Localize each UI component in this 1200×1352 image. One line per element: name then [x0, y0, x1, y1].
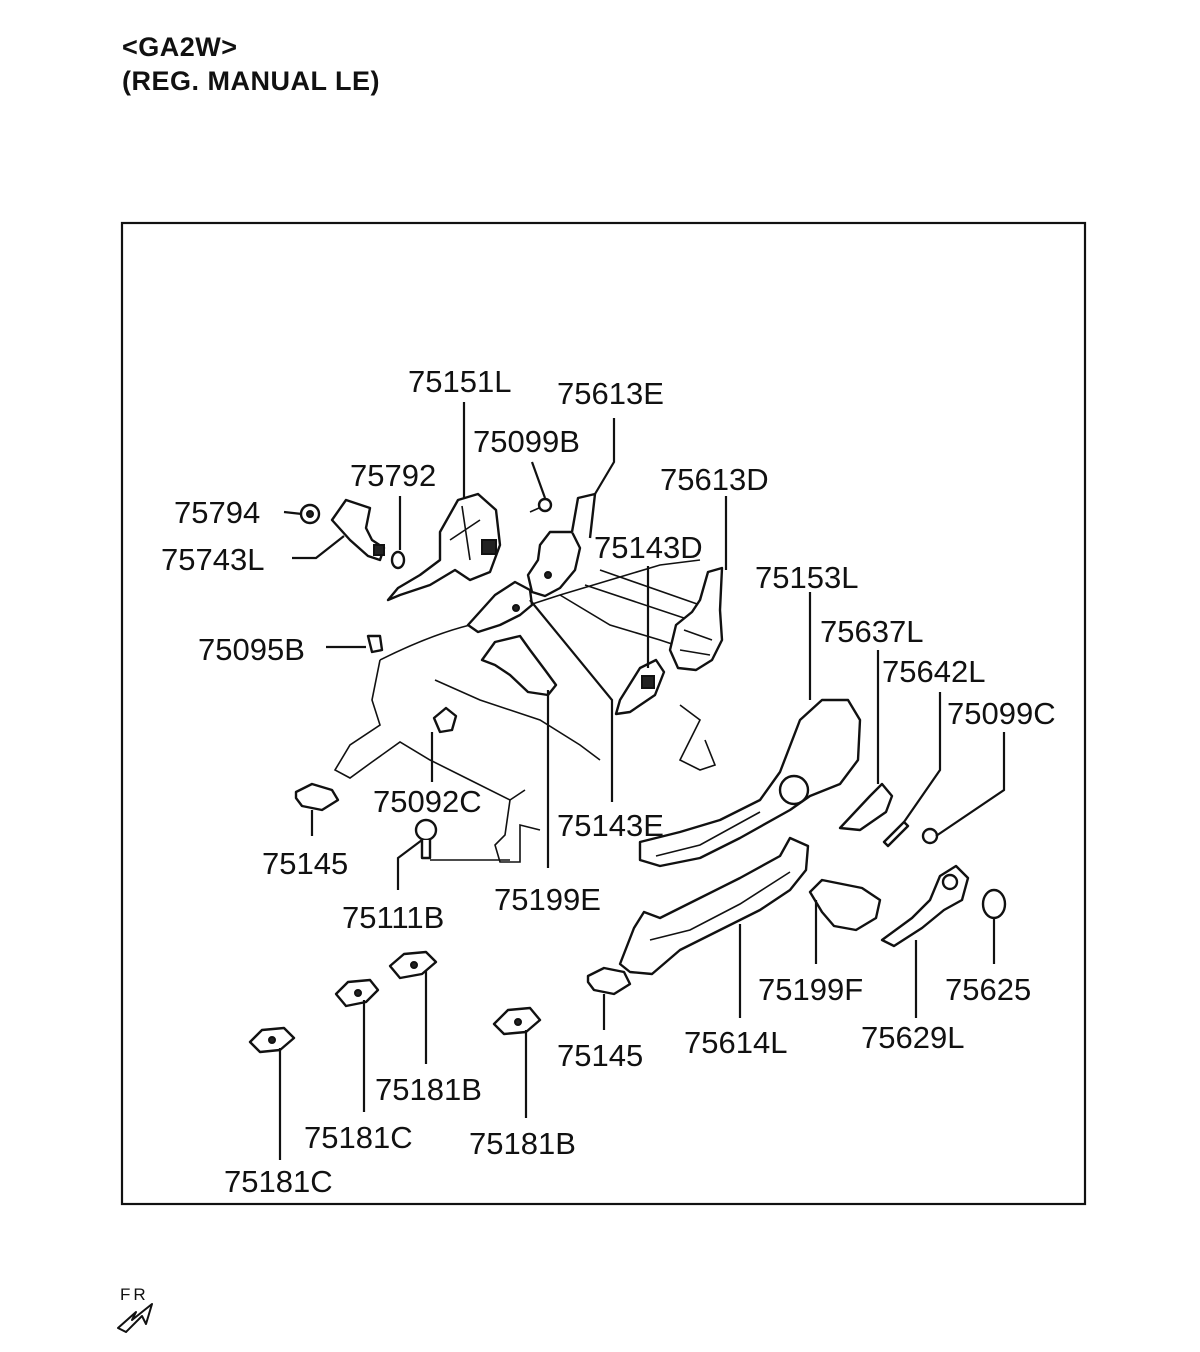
part-75625-shape — [981, 888, 1007, 920]
part-75743L-shape — [330, 498, 386, 562]
part-75145-right-shape — [586, 966, 632, 996]
part-75095B-shape — [366, 634, 384, 654]
part-75099C-shape — [921, 827, 939, 845]
part-label: 75099C — [947, 696, 1056, 731]
part-label: 75614L — [684, 1025, 787, 1060]
part-label: 75095B — [198, 632, 305, 667]
header-variant: (REG. MANUAL LE) — [122, 66, 380, 96]
part-75099B-shape — [529, 497, 553, 513]
diagram-frame — [120, 221, 1087, 1206]
part-label: 75143D — [594, 530, 703, 565]
part-label: 75145 — [557, 1038, 643, 1073]
part-label: 75111B — [342, 900, 444, 935]
part-75637L-shape — [838, 782, 894, 832]
part-label: 75181C — [304, 1120, 413, 1155]
part-label: 75637L — [820, 614, 923, 649]
direction-label: FR — [120, 1285, 149, 1304]
part-75143E-shape — [466, 580, 534, 634]
part-75181C-lower-shape — [248, 1026, 296, 1054]
seat-frame-outline — [333, 559, 717, 863]
part-75794-shape — [299, 503, 321, 525]
part-75111B-shape — [414, 818, 438, 860]
part-75642L-shape — [882, 820, 910, 848]
part-75199E-shape — [480, 634, 558, 697]
part-75614L-shape — [618, 836, 810, 976]
part-75613D-shape — [668, 566, 724, 672]
part-label: 75145 — [262, 846, 348, 881]
part-label: 75613E — [557, 376, 664, 411]
part-label: 75625 — [945, 972, 1031, 1007]
part-75181B-lower-shape — [492, 1006, 542, 1036]
part-labels: 75151L 75613E 75099B 75792 75613D 75794 … — [161, 364, 1056, 1199]
part-label: 75092C — [373, 784, 482, 819]
part-75143D-shape — [614, 658, 666, 716]
part-75181B-upper-shape — [388, 950, 438, 980]
part-label: 75143E — [557, 808, 664, 843]
part-label: 75199E — [494, 882, 601, 917]
part-75613E-shape — [526, 492, 597, 598]
part-75181C-upper-shape — [334, 978, 380, 1008]
part-label: 75153L — [755, 560, 858, 595]
part-75792-shape — [390, 550, 406, 570]
part-label: 75181B — [375, 1072, 482, 1107]
part-label: 75199F — [758, 972, 863, 1007]
part-label: 75792 — [350, 458, 436, 493]
part-label: 75613D — [660, 462, 769, 497]
part-75145-left-shape — [294, 782, 340, 812]
part-label: 75099B — [473, 424, 580, 459]
header-model-code: <GA2W> — [122, 32, 238, 62]
part-label: 75181B — [469, 1126, 576, 1161]
part-label: 75642L — [882, 654, 985, 689]
part-75153L-shape — [638, 698, 862, 868]
part-label: 75743L — [161, 542, 264, 577]
leader-lines — [278, 402, 1006, 1160]
part-label: 75151L — [408, 364, 511, 399]
part-75151L-shape — [386, 492, 502, 602]
part-label: 75794 — [174, 495, 260, 530]
part-75629L-shape — [880, 864, 970, 948]
part-label: 75629L — [861, 1020, 964, 1055]
part-75199F-shape — [808, 878, 882, 932]
part-label: 75181C — [224, 1164, 333, 1199]
part-75092C-shape — [432, 706, 458, 734]
arrow-down-left-icon — [117, 1303, 153, 1333]
